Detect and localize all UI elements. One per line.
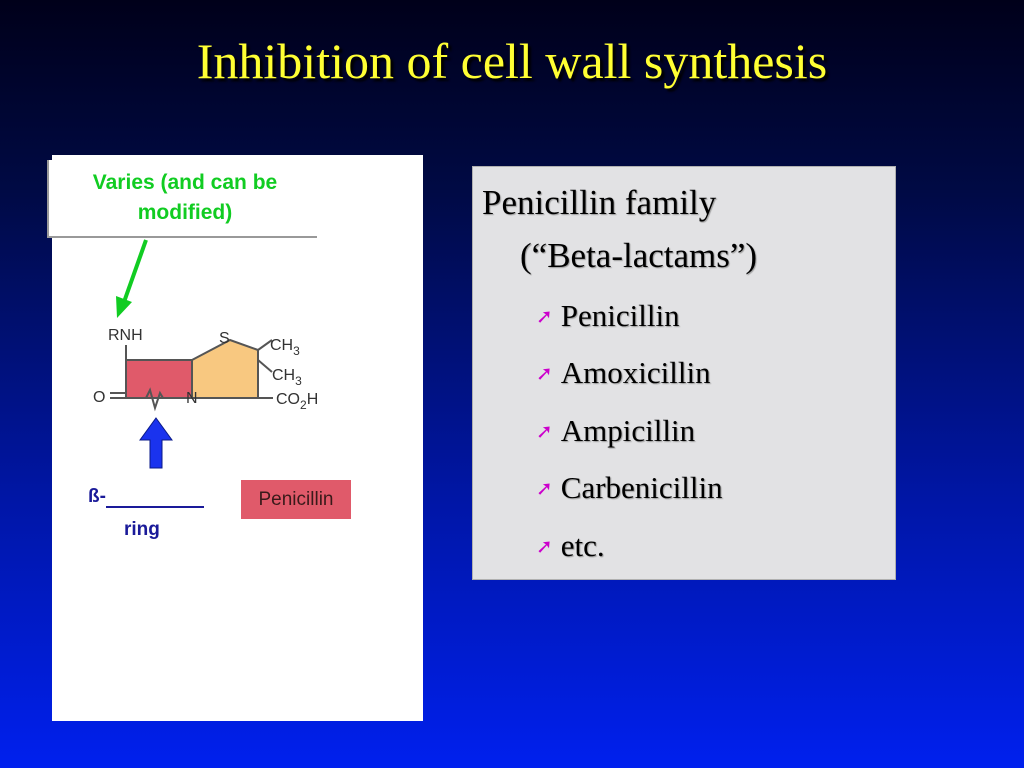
methyl-label-1: CH3 bbox=[270, 337, 300, 358]
nitrogen-label: N bbox=[186, 390, 198, 407]
figure-panel bbox=[52, 155, 423, 721]
list-item-label: etc. bbox=[560, 528, 605, 563]
arrow-up-right-icon: ➚ bbox=[536, 534, 553, 558]
callout-line-1: Varies (and can be bbox=[92, 171, 278, 194]
bond-cleavage-mark bbox=[145, 387, 164, 412]
thiazolidine-ring bbox=[191, 338, 259, 399]
arrow-up-right-icon: ➚ bbox=[536, 476, 553, 500]
callout-arrow-icon bbox=[116, 239, 148, 318]
beta-lactam-ring bbox=[125, 359, 193, 399]
methyl-label-2: CH3 bbox=[272, 367, 302, 388]
sulfur-label: S bbox=[219, 330, 230, 347]
heading-line-1: Penicillin family bbox=[482, 183, 717, 222]
callout-box bbox=[47, 160, 317, 238]
slide-title: Inhibition of cell wall synthesis bbox=[196, 33, 828, 89]
list-item: ➚ Carbenicillin bbox=[536, 470, 723, 506]
list-item-label: Penicillin bbox=[560, 298, 680, 333]
arrow-up-right-icon: ➚ bbox=[536, 419, 553, 443]
list-item: ➚ etc. bbox=[536, 528, 605, 564]
beta-prefix: ß- bbox=[88, 486, 106, 507]
callout-text: Varies (and can be modified) bbox=[52, 168, 318, 228]
penicillin-structure-diagram: RNH S O N CH3 CH3 CO2H bbox=[93, 239, 318, 469]
beta-lactam-label: ß- bbox=[88, 486, 204, 508]
heading-line-2: (“Beta-lactams”) bbox=[520, 236, 758, 275]
list-item: ➚ Amoxicillin bbox=[536, 355, 711, 391]
callout-line-2: modified) bbox=[137, 201, 233, 224]
fill-in-blank bbox=[105, 488, 204, 508]
list-item-label: Ampicillin bbox=[560, 413, 696, 448]
arrow-up-right-icon: ➚ bbox=[536, 304, 553, 328]
list-item: ➚ Ampicillin bbox=[536, 413, 695, 449]
list-item-label: Amoxicillin bbox=[560, 355, 711, 390]
list-item-label: Carbenicillin bbox=[560, 470, 723, 505]
rnh-label: RNH bbox=[108, 327, 143, 344]
penicillin-tag: Penicillin bbox=[241, 480, 351, 519]
list-item: ➚ Penicillin bbox=[536, 298, 680, 334]
oxygen-label: O bbox=[93, 389, 105, 406]
arrow-up-right-icon: ➚ bbox=[536, 361, 553, 385]
up-arrow-icon bbox=[139, 417, 173, 469]
carboxyl-label: CO2H bbox=[276, 391, 318, 412]
ring-label: ring bbox=[124, 519, 160, 540]
content-panel bbox=[472, 166, 896, 580]
